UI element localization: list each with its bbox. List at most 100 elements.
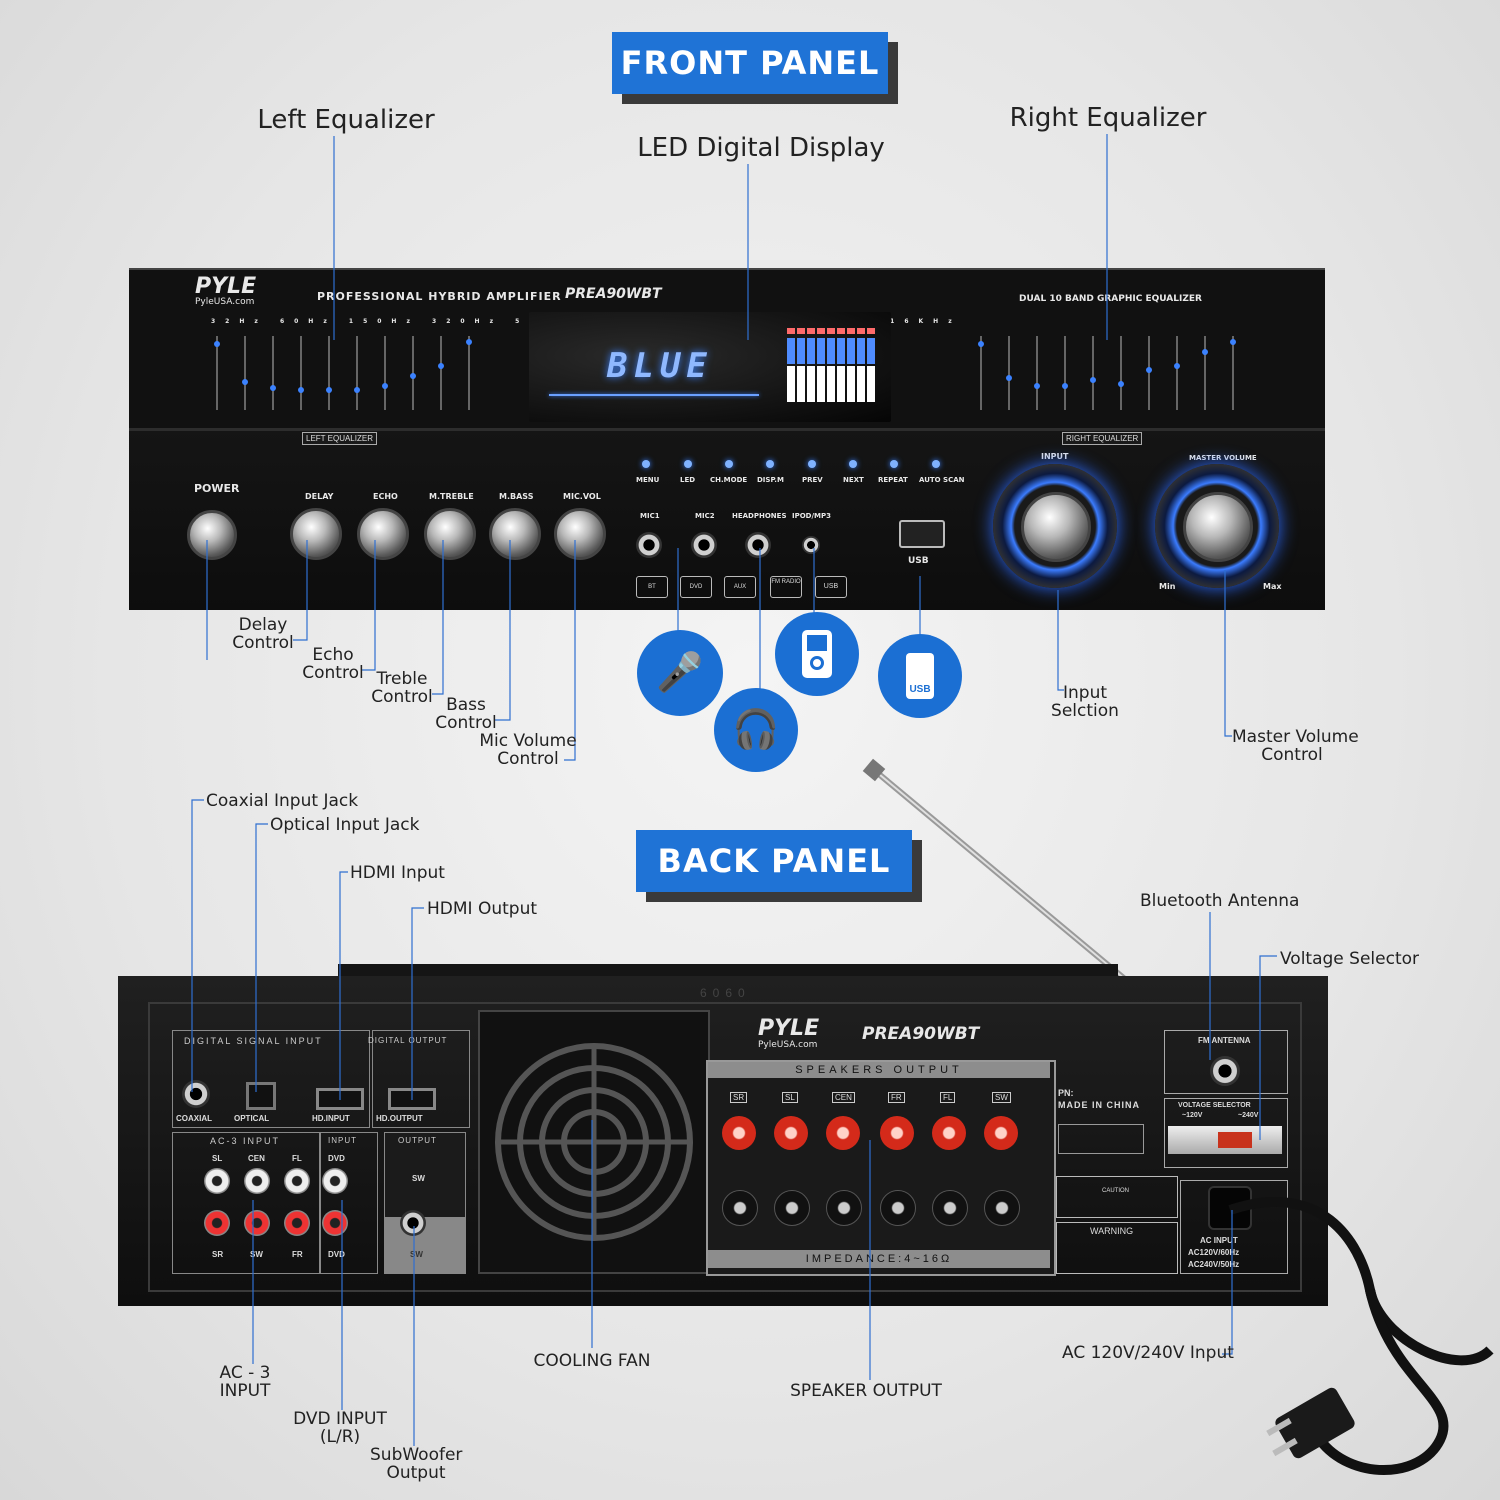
display-source-text: BLUE bbox=[607, 346, 713, 386]
sub-output-box bbox=[384, 1132, 466, 1274]
mic-volume-knob[interactable] bbox=[554, 508, 606, 560]
warning-label: WARNING bbox=[1090, 1226, 1134, 1236]
optical-jack[interactable] bbox=[246, 1082, 276, 1110]
ac-120-label: AC120V/60Hz bbox=[1188, 1248, 1240, 1257]
input-selection-knob[interactable] bbox=[1021, 492, 1091, 562]
sub-sw-top-label: SW bbox=[412, 1174, 425, 1183]
usb-port-label: USB bbox=[908, 556, 929, 566]
delay-line-2: Control bbox=[232, 633, 294, 653]
prev-button[interactable] bbox=[808, 460, 816, 468]
ac3-cen-jack[interactable] bbox=[244, 1168, 270, 1194]
ac-input-box bbox=[1180, 1180, 1288, 1274]
back-top-rail bbox=[338, 964, 1118, 976]
mic-vol-label: MIC.VOL bbox=[563, 492, 601, 501]
led-button[interactable] bbox=[684, 460, 692, 468]
voltage-240-label: ~240V bbox=[1238, 1112, 1259, 1119]
headphones-label: HEADPHONES bbox=[732, 512, 787, 520]
terminal-sl-positive[interactable] bbox=[774, 1116, 808, 1150]
hdmi-input-port[interactable] bbox=[316, 1088, 364, 1110]
source-icon-usb: USB bbox=[815, 576, 847, 598]
bass-line-2: Control bbox=[435, 713, 497, 733]
back-brand-url: PyleUSA.com bbox=[758, 1040, 818, 1050]
disp-m-button[interactable] bbox=[766, 460, 774, 468]
left-equalizer-callout: Left Equalizer bbox=[257, 105, 435, 135]
master-volume-knob[interactable] bbox=[1183, 492, 1253, 562]
ac3-fl-jack[interactable] bbox=[284, 1168, 310, 1194]
ac3-sl-jack[interactable] bbox=[204, 1168, 230, 1194]
speaker-label-sw: SW bbox=[992, 1092, 1011, 1103]
power-cord-icon bbox=[1228, 1197, 1494, 1475]
repeat-button[interactable] bbox=[890, 460, 898, 468]
terminal-sw-negative[interactable] bbox=[984, 1190, 1020, 1226]
ac3-fr-label: FR bbox=[292, 1250, 303, 1259]
ipod-mp3-jack[interactable] bbox=[802, 536, 820, 554]
dvd-left-jack[interactable] bbox=[322, 1168, 348, 1194]
bass-knob[interactable] bbox=[489, 508, 541, 560]
optical-label: OPTICAL bbox=[234, 1114, 270, 1123]
subwoofer-line-2: Output bbox=[386, 1463, 446, 1483]
auto-scan-label: AUTO SCAN bbox=[919, 476, 965, 484]
treble-knob[interactable] bbox=[424, 508, 476, 560]
bass-label: M.BASS bbox=[499, 492, 534, 501]
echo-knob[interactable] bbox=[357, 508, 409, 560]
ac3-line-2: INPUT bbox=[219, 1381, 271, 1401]
hdmi-output-callout: HDMI Output bbox=[427, 899, 538, 919]
usb-port[interactable] bbox=[899, 520, 945, 548]
terminal-fr-positive[interactable] bbox=[880, 1116, 914, 1150]
terminal-sr-positive[interactable] bbox=[722, 1116, 756, 1150]
ac3-sw-jack[interactable] bbox=[244, 1210, 270, 1236]
voltage-switch-slider[interactable] bbox=[1218, 1132, 1252, 1148]
back-panel-banner: BACK PANEL bbox=[636, 830, 912, 892]
dvd-line-2: (L/R) bbox=[319, 1427, 361, 1447]
ac3-cen-label: CEN bbox=[248, 1154, 265, 1163]
speaker-label-sl: SL bbox=[782, 1092, 798, 1103]
dvd-input-callout: DVD INPUT(L/R) bbox=[290, 1410, 390, 1446]
speaker-label-fl: FL bbox=[940, 1092, 956, 1103]
hdmi-output-port[interactable] bbox=[388, 1088, 436, 1110]
ac3-sr-label: SR bbox=[212, 1250, 224, 1259]
next-label: NEXT bbox=[843, 476, 864, 484]
ipod-icon bbox=[775, 612, 859, 696]
ipod-mp3-label: IPOD/MP3 bbox=[792, 512, 832, 520]
delay-knob[interactable] bbox=[290, 508, 342, 560]
terminal-cen-positive[interactable] bbox=[826, 1116, 860, 1150]
led-display-callout: LED Digital Display bbox=[637, 133, 885, 163]
speakers-impedance: IMPEDANCE:4~16Ω bbox=[708, 1250, 1050, 1268]
terminal-sr-negative[interactable] bbox=[722, 1190, 758, 1226]
terminal-sw-positive[interactable] bbox=[984, 1116, 1018, 1150]
left-eq-sliders bbox=[214, 336, 472, 410]
ac3-fr-jack[interactable] bbox=[284, 1210, 310, 1236]
source-icon-dvd: DVD bbox=[680, 576, 712, 598]
volume-min-label: Min bbox=[1159, 582, 1176, 591]
power-button[interactable] bbox=[187, 510, 237, 560]
antenna-connector[interactable] bbox=[1210, 1056, 1240, 1086]
ac3-fl-label: FL bbox=[292, 1154, 302, 1163]
master-volume-line-1: Master Volume bbox=[1232, 727, 1359, 747]
caution-box bbox=[1056, 1176, 1178, 1218]
terminal-fl-negative[interactable] bbox=[932, 1190, 968, 1226]
input-line-1: Input bbox=[1062, 683, 1108, 703]
terminal-fr-negative[interactable] bbox=[880, 1190, 916, 1226]
subwoofer-jack[interactable] bbox=[400, 1210, 426, 1236]
ch-mode-button[interactable] bbox=[725, 460, 733, 468]
mic1-jack[interactable] bbox=[636, 532, 662, 558]
right-eq-sliders bbox=[978, 336, 1236, 410]
headphones-jack[interactable] bbox=[745, 532, 771, 558]
next-button[interactable] bbox=[849, 460, 857, 468]
treble-line-1: Treble bbox=[376, 669, 428, 689]
terminal-fl-positive[interactable] bbox=[932, 1116, 966, 1150]
ac3-sr-jack[interactable] bbox=[204, 1210, 230, 1236]
terminal-cen-negative[interactable] bbox=[826, 1190, 862, 1226]
dvd-right-jack[interactable] bbox=[322, 1210, 348, 1236]
left-eq-label: LEFT EQUALIZER bbox=[302, 432, 377, 445]
terminal-sl-negative[interactable] bbox=[774, 1190, 810, 1226]
auto-scan-button[interactable] bbox=[932, 460, 940, 468]
mic2-jack[interactable] bbox=[691, 532, 717, 558]
usb-drive-shape-icon: USB bbox=[906, 653, 934, 699]
coaxial-jack[interactable] bbox=[182, 1080, 210, 1108]
menu-button[interactable] bbox=[642, 460, 650, 468]
